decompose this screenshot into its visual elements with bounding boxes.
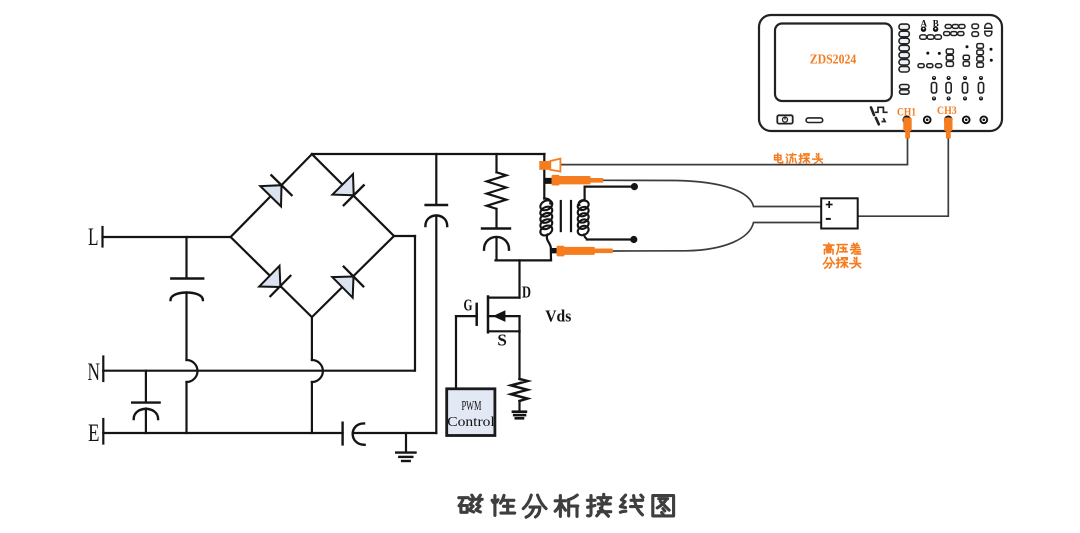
svg-text:Control: Control — [447, 415, 495, 430]
svg-text:CH3: CH3 — [937, 105, 957, 117]
svg-text:B: B — [933, 19, 939, 29]
svg-text:D: D — [522, 283, 531, 302]
svg-text:PWM: PWM — [462, 399, 482, 414]
svg-text:E: E — [88, 420, 100, 447]
svg-text:A: A — [921, 19, 928, 29]
svg-text:L: L — [88, 224, 99, 251]
svg-text:S: S — [497, 331, 507, 350]
svg-text:N: N — [88, 359, 101, 386]
svg-text:Vds: Vds — [545, 307, 572, 326]
svg-text:ZDS2024: ZDS2024 — [810, 53, 857, 68]
svg-text:CH1: CH1 — [897, 107, 916, 119]
svg-text:G: G — [464, 296, 473, 315]
